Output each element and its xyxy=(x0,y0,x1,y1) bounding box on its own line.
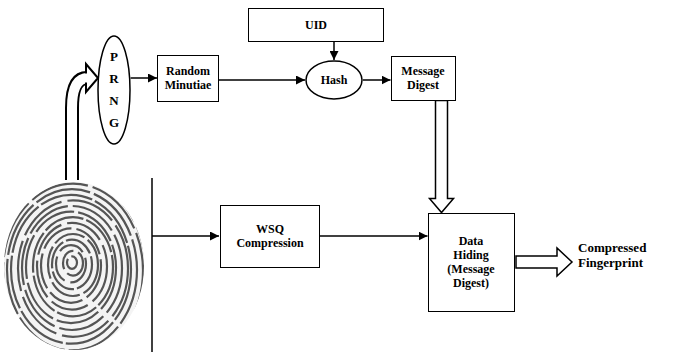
fingerprint-ridge xyxy=(37,223,107,310)
ellipse-outline xyxy=(98,36,130,144)
arrow-connector xyxy=(333,42,335,60)
text-group: P R N G xyxy=(108,46,121,134)
process-box: Random Minutiae xyxy=(157,55,219,102)
fingerprint-ridge xyxy=(56,245,86,282)
output-hollow-arrow xyxy=(516,248,572,276)
hash-ellipse: Hash xyxy=(305,60,363,100)
text-group: Random Minutiae xyxy=(161,64,215,92)
arrow-connector xyxy=(131,77,157,79)
node-label: Data Hiding (Message Digest) xyxy=(441,234,501,290)
fingerprint-ridge xyxy=(18,200,128,336)
arrow-connector xyxy=(320,235,428,237)
node-label: Message Digest xyxy=(395,64,452,92)
node-label: Random Minutiae xyxy=(161,64,215,92)
process-box: Message Digest xyxy=(391,56,456,101)
input-arrow xyxy=(152,235,219,237)
fingerprint-ridge xyxy=(26,212,116,324)
arrow-connector xyxy=(363,79,391,81)
prng-ellipse: P R N G xyxy=(97,35,131,145)
fingerprint-ridge xyxy=(67,256,77,268)
hollow-arrow xyxy=(430,101,454,213)
ellipse-outline xyxy=(306,61,362,99)
curved-hollow-arrow xyxy=(72,64,98,182)
fingerprint-ridge xyxy=(7,189,137,350)
fingerprint-ridge xyxy=(48,234,98,296)
text-group: UID xyxy=(305,18,327,32)
text-group: Data Hiding (Message Digest) xyxy=(441,234,501,290)
fingerprint-ridge xyxy=(22,206,122,330)
node-label: Hash xyxy=(321,73,348,87)
fingerprint-ridge xyxy=(0,172,152,352)
text-group: Message Digest xyxy=(395,64,452,92)
text-group: WSQ Compression xyxy=(224,222,316,250)
process-box: WSQ Compression xyxy=(220,205,320,268)
fingerprint-ridge xyxy=(11,195,131,344)
fingerprint-image xyxy=(0,172,152,352)
input-box: UID xyxy=(248,8,384,42)
arrow-connector xyxy=(219,79,305,81)
fingerprint-ridge xyxy=(41,228,101,302)
fingerprint-ridge xyxy=(33,217,113,316)
source-line xyxy=(151,178,153,352)
fingerprint-ridge xyxy=(0,178,146,352)
node-label: UID xyxy=(305,18,327,32)
fingerprint-ridge xyxy=(3,184,143,352)
node-label: WSQ Compression xyxy=(224,222,316,250)
output-label: Compressed Fingerprint xyxy=(578,240,670,270)
process-box: Data Hiding (Message Digest) xyxy=(428,213,515,312)
node-label: P R N G xyxy=(108,46,121,134)
fingerprint-ridge xyxy=(52,240,92,290)
text-group: Hash xyxy=(321,73,348,87)
fingerprint-ridge xyxy=(63,251,83,276)
